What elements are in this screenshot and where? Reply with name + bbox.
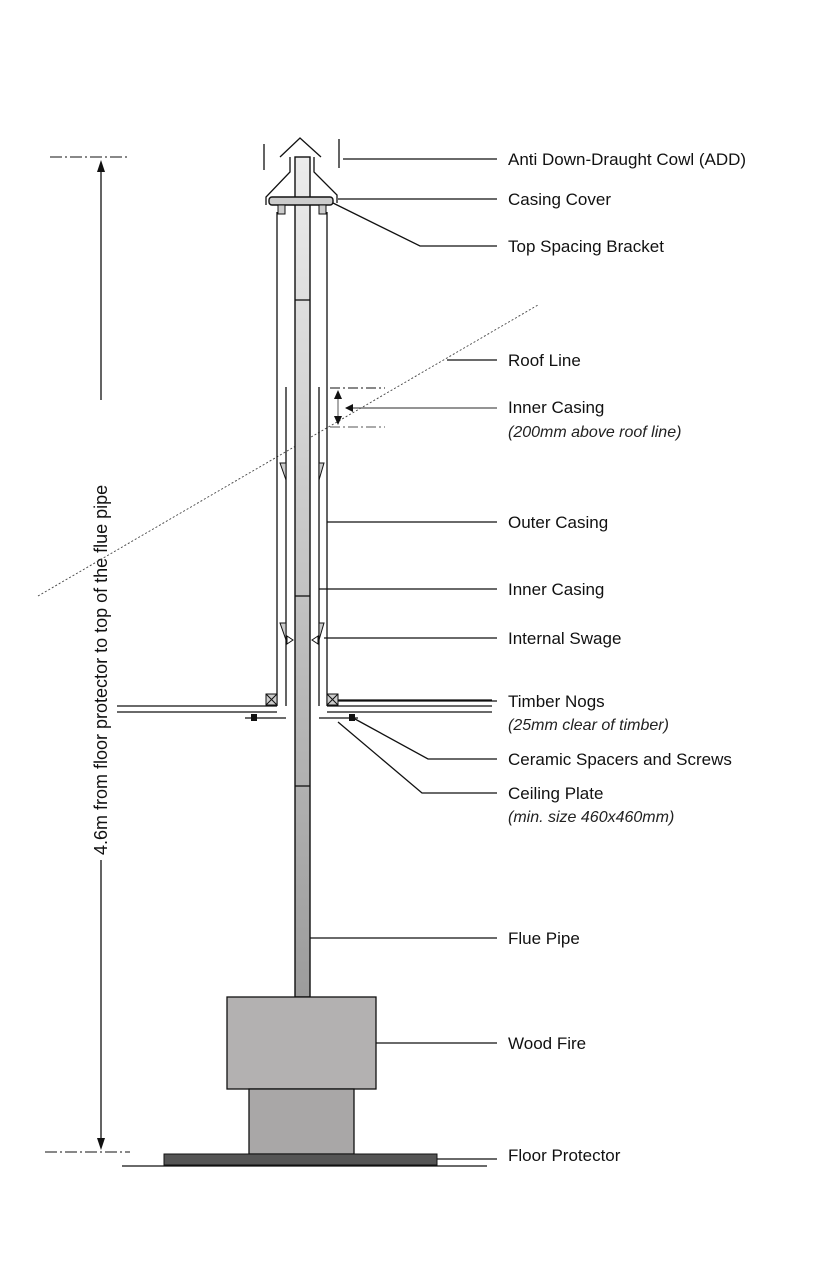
label-outer-casing: Outer Casing: [508, 513, 608, 532]
label-casing-cover: Casing Cover: [508, 190, 611, 209]
label-floor-protector: Floor Protector: [508, 1146, 621, 1165]
label-internal-swage: Internal Swage: [508, 629, 621, 648]
outer-casing: [276, 212, 328, 706]
leader-lines: [310, 158, 497, 1160]
label-inner-casing-top: Inner Casing: [508, 398, 604, 417]
ceramic-spacer-left: [251, 714, 257, 721]
label-ceramic-spacers: Ceramic Spacers and Screws: [508, 750, 732, 769]
roof-clearance-marker: [330, 387, 385, 428]
wood-fire: [226, 996, 377, 1090]
ceiling: [117, 693, 492, 721]
note-timber-nogs: (25mm clear of timber): [508, 717, 669, 734]
timber-nog-left: [265, 693, 278, 706]
label-top-spacing-bracket: Top Spacing Bracket: [508, 237, 664, 256]
ceramic-spacer-right: [349, 714, 355, 721]
note-ceiling-plate: (min. size 460x460mm): [508, 809, 674, 826]
roof-line: [37, 304, 539, 597]
anti-down-draught-cowl: [263, 137, 340, 205]
label-flue-pipe: Flue Pipe: [508, 929, 580, 948]
label-inner-casing: Inner Casing: [508, 580, 604, 599]
inner-casing: [279, 387, 325, 706]
flue-pipe: [294, 156, 311, 998]
note-inner-casing-top: (200mm above roof line): [508, 424, 681, 441]
timber-nog-right: [326, 693, 339, 706]
fire-base: [248, 1088, 355, 1155]
casing-cover: [268, 196, 334, 215]
label-ceiling-plate: Ceiling Plate: [508, 784, 603, 803]
floor-protector: [163, 1153, 438, 1166]
dimension-label: 4.6m from floor protector to top of the …: [91, 485, 111, 855]
label-timber-nogs: Timber Nogs: [508, 692, 605, 711]
label-roof-line: Roof Line: [508, 351, 581, 370]
label-wood-fire: Wood Fire: [508, 1034, 586, 1053]
label-cowl: Anti Down-Draught Cowl (ADD): [508, 150, 746, 169]
height-dimension: 4.6m from floor protector to top of the …: [45, 156, 130, 1153]
